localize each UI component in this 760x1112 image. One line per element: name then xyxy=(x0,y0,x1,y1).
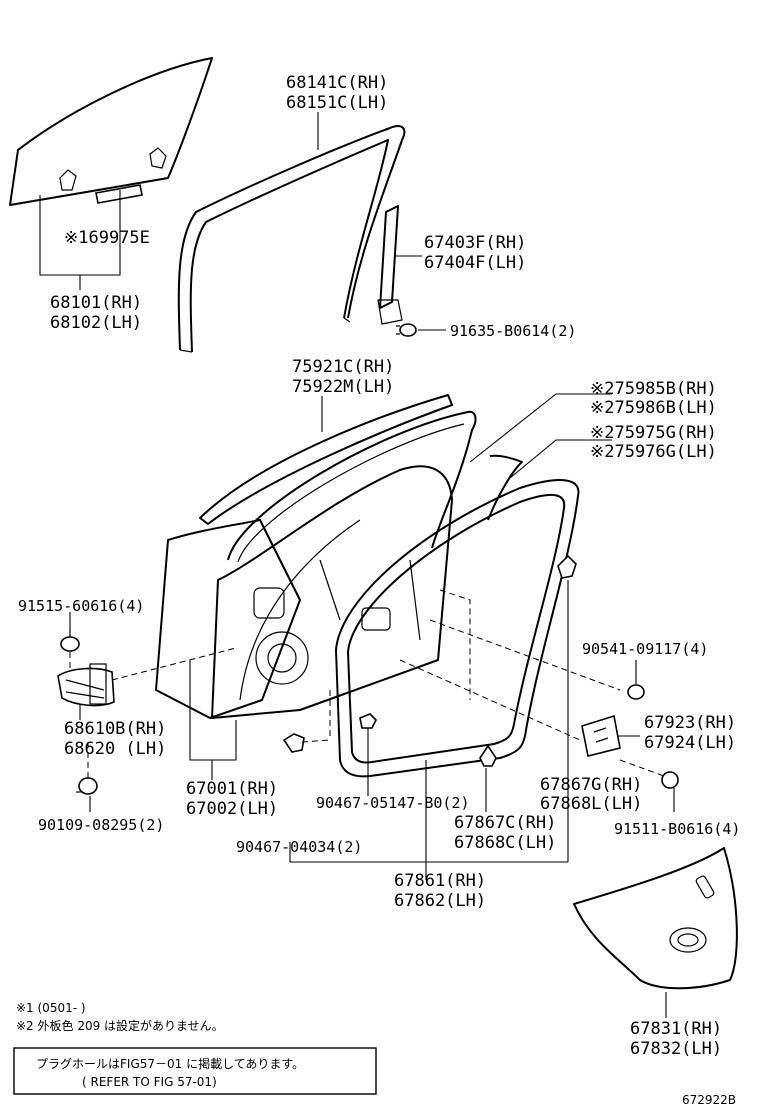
belt-moulding-part xyxy=(199,394,453,525)
door-hinge-part xyxy=(57,663,115,707)
label-69975e: ※169975E xyxy=(64,228,150,248)
label-68141c: 68141C(RH) xyxy=(286,73,388,93)
label-91515: 91515-60616(4) xyxy=(18,597,144,615)
label-91511: 91511-B0616(4) xyxy=(614,820,740,838)
label-68102: 68102(LH) xyxy=(50,313,142,333)
figure-id: 672922B xyxy=(682,1093,736,1107)
bolt-91515-part xyxy=(60,630,80,652)
label-67867c: 67867C(RH) xyxy=(454,813,556,833)
label-67868c: 67868C(LH) xyxy=(454,833,556,853)
reference-box xyxy=(13,1047,377,1095)
bolt-91511-part xyxy=(661,771,679,789)
label-68101: 68101(RH) xyxy=(50,293,142,313)
clip-90467a-part xyxy=(359,713,377,729)
bolt-91635-part xyxy=(396,323,417,337)
division-bar-part xyxy=(377,205,403,325)
front-door-panel-part xyxy=(155,465,453,719)
reference-line-1: プラグホールはFIG57－01 に掲載してあります。 xyxy=(36,1056,304,1071)
run-channel-part xyxy=(177,125,406,353)
label-67001: 67001(RH) xyxy=(186,779,278,799)
label-68151c: 68151C(LH) xyxy=(286,93,388,113)
bolt-90541-part xyxy=(627,684,645,700)
label-75986b: ※275986B(LH) xyxy=(590,398,717,418)
clip-67867c-part xyxy=(479,744,497,767)
hole-cover-part xyxy=(573,847,738,990)
label-91635: 91635-B0614(2) xyxy=(450,322,576,340)
reference-line-2: ( REFER TO FIG 57-01) xyxy=(82,1075,217,1089)
label-67831: 67831(RH) xyxy=(630,1019,722,1039)
label-68610b: 68610B(RH) xyxy=(64,719,166,739)
bolt-90109-part xyxy=(76,777,98,795)
label-75922m: 75922M(LH) xyxy=(292,377,394,397)
label-75921c: 75921C(RH) xyxy=(292,357,394,377)
door-glass-part xyxy=(9,57,213,206)
opening-weatherstrip-part xyxy=(335,479,580,778)
label-67923: 67923(RH) xyxy=(644,713,736,733)
label-68620: 68620 (LH) xyxy=(64,739,166,759)
label-67868l: 67868L(LH) xyxy=(540,794,642,814)
footnote-1: ※1 (0501- ) xyxy=(16,1001,86,1015)
label-75975g: ※275975G(RH) xyxy=(590,423,717,443)
label-67924: 67924(LH) xyxy=(644,733,736,753)
label-67862: 67862(LH) xyxy=(394,891,486,911)
label-67002: 67002(LH) xyxy=(186,799,278,819)
label-67832: 67832(LH) xyxy=(630,1039,722,1059)
screw-90467b-part xyxy=(282,733,305,753)
label-90467-05147: 90467-05147-B0(2) xyxy=(316,794,470,812)
clip-67867g-part xyxy=(557,554,577,579)
footnote-2: ※2 外板色 209 は設定がありません。 xyxy=(16,1018,224,1033)
bracket-67923-part xyxy=(581,714,621,757)
frame-weatherstrip-b-part xyxy=(487,454,523,521)
label-67861: 67861(RH) xyxy=(394,871,486,891)
label-90467-04034: 90467-04034(2) xyxy=(236,838,362,856)
label-90541: 90541-09117(4) xyxy=(582,640,708,658)
label-67867g: 67867G(RH) xyxy=(540,775,642,795)
label-90109: 90109-08295(2) xyxy=(38,816,164,834)
label-67403f: 67403F(RH) xyxy=(424,233,526,253)
glass-channel-part xyxy=(95,184,143,204)
label-67404f: 67404F(LH) xyxy=(424,253,526,273)
label-75985b: ※275985B(RH) xyxy=(590,379,717,399)
label-75976g: ※275976G(LH) xyxy=(590,442,717,462)
